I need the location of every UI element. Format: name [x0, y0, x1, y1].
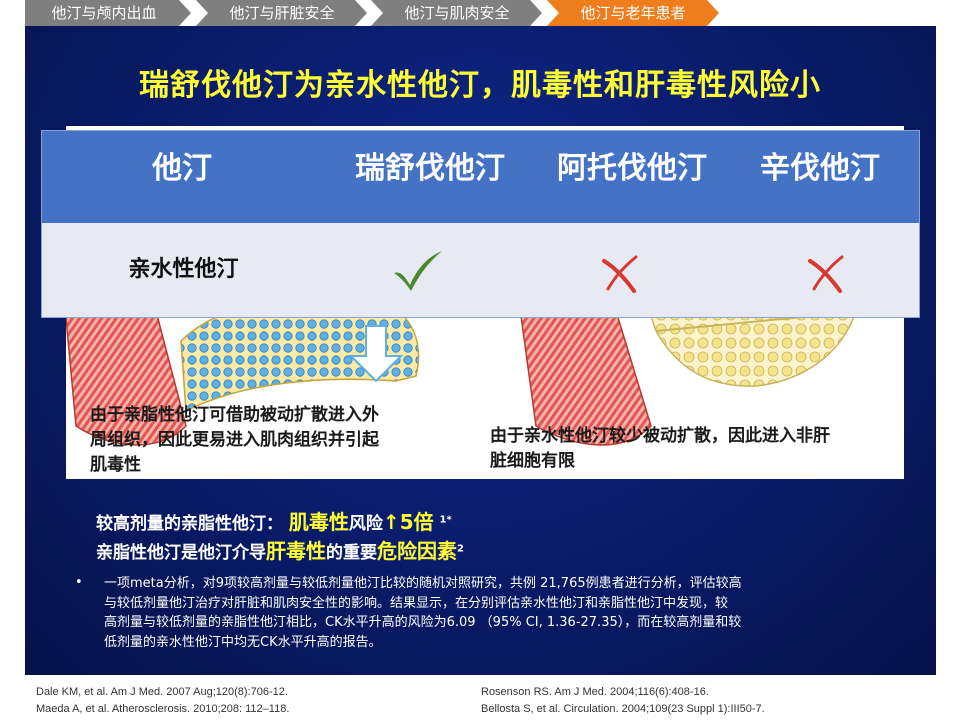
up-arrow-icon: ↑	[382, 510, 400, 534]
paragraph-line: 与较低剂量他汀治疗对肝脏和肌肉安全性的影响。结果显示，在分别评估亲水性他汀和亲脂…	[104, 595, 729, 611]
row-label-hydrophilic: 亲水性他汀	[128, 257, 239, 282]
paragraph-line: 高剂量与较低剂量的亲脂性他汀相比，CK水平升高的风险为6.09 （95% CI,…	[104, 615, 742, 630]
footnote-ref: 1*	[439, 514, 452, 526]
paragraph-line: 低剂量的亲水性他汀中均无CK水平升高的报告。	[104, 634, 382, 650]
reference: Rosenson RS. Am J Med. 2004;116(6):408-1…	[481, 686, 709, 698]
tab-muscle-safety[interactable]: 他汀与肌肉安全	[378, 0, 536, 26]
muscle-diffusion-illustration	[65, 292, 857, 446]
caption-line: 肌毒性	[90, 455, 141, 475]
reference: Maeda A, et al. Atherosclerosis. 2010;20…	[36, 703, 290, 715]
highlight-myotoxicity: 肌毒性	[288, 510, 349, 534]
table-header-row	[42, 131, 919, 223]
header-simvastatin: 辛伐他汀	[760, 151, 880, 186]
nav-chevrons	[25, 0, 719, 26]
text: 风险	[348, 514, 383, 534]
meta-analysis-paragraph: 一项meta分析，对9项较高剂量与较低剂量他汀比较的随机对照研究，共例 21,7…	[104, 574, 894, 652]
header-rosuvastatin: 瑞舒伐他汀	[355, 151, 505, 186]
tab-label: 他汀与肌肉安全	[404, 4, 510, 22]
section-nav: 他汀与颅内出血 他汀与肝脏安全 他汀与肌肉安全 他汀与老年患者	[25, 0, 725, 26]
caption-line: 周组织，因此更易进入肌肉组织并引起	[90, 430, 379, 450]
text: 较高剂量的亲脂性他汀：	[96, 514, 283, 534]
tab-liver-safety[interactable]: 他汀与肝脏安全	[203, 0, 361, 26]
statin-comparison-table: 他汀 瑞舒伐他汀 阿托伐他汀 辛伐他汀 亲水性他汀	[41, 130, 920, 318]
tab-label: 他汀与颅内出血	[51, 4, 157, 22]
cross-icon	[806, 253, 846, 297]
caption-line: 脏细胞有限	[490, 451, 575, 471]
highlight-risk-factor: 危险因素	[377, 539, 457, 563]
cross-icon	[600, 253, 640, 297]
paragraph-line: 一项meta分析，对9项较高剂量与较低剂量他汀比较的随机对照研究，共例 21,7…	[104, 576, 742, 591]
references-right: Rosenson RS. Am J Med. 2004;116(6):408-1…	[481, 684, 765, 718]
bullet-dot: •	[75, 575, 83, 590]
caption-lipophilic: 由于亲脂性他汀可借助被动扩散进入外 周组织，因此更易进入肌肉组织并引起 肌毒性	[90, 403, 379, 478]
reference: Bellosta S, et al. Circulation. 2004;109…	[481, 703, 765, 715]
highlight-hepatotoxicity: 肝毒性	[266, 539, 326, 563]
header-atorvastatin: 阿托伐他汀	[557, 151, 707, 186]
footnote-ref: 2	[457, 543, 464, 555]
tab-label: 他汀与老年患者	[580, 4, 686, 22]
header-statin: 他汀	[152, 151, 212, 186]
caption-line: 由于亲水性他汀较少被动扩散，因此进入非肝	[490, 426, 830, 446]
check-icon	[392, 249, 444, 297]
tab-label: 他汀与肝脏安全	[229, 4, 335, 22]
key-point-hepatotoxicity: 亲脂性他汀是他汀介导肝毒性的重要危险因素2	[96, 535, 464, 564]
slide-title: 瑞舒伐他汀为亲水性他汀，肌毒性和肝毒性风险小	[139, 68, 821, 103]
tab-elderly-patients[interactable]: 他汀与老年患者	[554, 0, 712, 26]
tab-intracranial-hemorrhage[interactable]: 他汀与颅内出血	[25, 0, 183, 26]
text: 亲脂性他汀是他汀介导	[96, 543, 266, 563]
text: 的重要	[326, 543, 377, 563]
caption-line: 由于亲脂性他汀可借助被动扩散进入外	[90, 405, 379, 425]
reference: Dale KM, et al. Am J Med. 2007 Aug;120(8…	[36, 686, 288, 698]
caption-hydrophilic: 由于亲水性他汀较少被动扩散，因此进入非肝 脏细胞有限	[490, 424, 830, 474]
references-left: Dale KM, et al. Am J Med. 2007 Aug;120(8…	[36, 684, 289, 718]
key-point-myotoxicity: 较高剂量的亲脂性他汀： 肌毒性风险↑5倍 1*	[96, 506, 452, 535]
highlight-fold: 5倍	[399, 510, 434, 534]
